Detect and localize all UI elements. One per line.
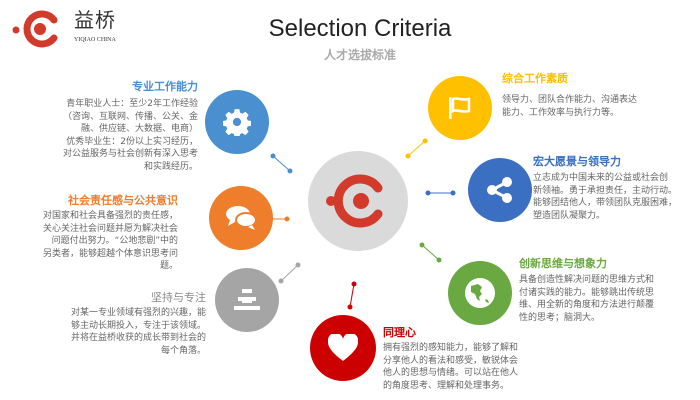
criterion-line: 和实践经历。 bbox=[143, 161, 198, 172]
connector-professional bbox=[270, 153, 293, 174]
criterion-line: 立志成为中国未来的公益或社会创 bbox=[533, 173, 669, 183]
connector-general bbox=[405, 138, 428, 159]
criterion-line: 分享他人的看法和感受，敏锐体会 bbox=[383, 355, 519, 366]
criterion-line: 他人的思想与情绪。可以站在他人 bbox=[383, 368, 519, 378]
empathy-circle bbox=[310, 315, 376, 381]
criterion-line: 并将在益桥收获的成长带到社会的 bbox=[70, 333, 206, 343]
persistence-circle bbox=[215, 268, 279, 332]
criterion-line: 关心关注社会问题并愿为解决社会 bbox=[42, 223, 178, 234]
criterion-line: 对某一专业领域有强烈的兴趣，能 bbox=[70, 308, 206, 318]
share-icon bbox=[487, 177, 512, 203]
criterion-title: 宏大愿景与领导力 bbox=[533, 155, 621, 168]
criterion-line: 拥有强烈的感知能力，能够了解和 bbox=[383, 343, 519, 353]
flag-icon bbox=[449, 97, 471, 119]
stack-icon bbox=[234, 289, 260, 310]
page-subtitle: 人才选拔标准 bbox=[323, 48, 396, 62]
criterion-empathy: 同理心 拥有强烈的感知能力，能够了解和 分享他人的看法和感受，敏锐体会 他人的思… bbox=[383, 326, 543, 392]
criterion-line: 够主动长期投入，专注于该领域。 bbox=[70, 320, 206, 331]
criterion-line: 塑造团队凝聚力。 bbox=[533, 210, 606, 221]
criterion-line: 对公益服务与社会创新有深入思考 bbox=[62, 149, 198, 159]
brand-name: 益桥 bbox=[74, 8, 116, 32]
chat-bubbles-icon bbox=[226, 206, 257, 230]
criterion-title: 专业工作能力 bbox=[132, 80, 198, 93]
criterion-title: 创新思维与想象力 bbox=[519, 257, 607, 270]
connector-innovation bbox=[419, 242, 442, 263]
criterion-line: 具备创造性解决问题的思维方式和 bbox=[519, 275, 655, 285]
connector-persistence bbox=[278, 262, 301, 284]
criterion-professional: 专业工作能力 青年职业人士：至少2年工作经验 （咨询、互联网、传播、公关、金 融… bbox=[0, 80, 198, 173]
criterion-title: 社会责任感与公共意识 bbox=[68, 194, 178, 207]
responsibility-circle bbox=[209, 186, 273, 250]
gear-icon bbox=[223, 109, 251, 136]
criterion-title: 坚持与专注 bbox=[151, 291, 206, 304]
criterion-line: 对国家和社会具备强烈的责任感， bbox=[42, 211, 178, 221]
criterion-line: 能力、工作效率与执行力等。 bbox=[502, 107, 620, 118]
criterion-line: 新领袖。勇于承担责任，主动行动。 bbox=[533, 185, 678, 196]
connector-empathy bbox=[347, 281, 357, 310]
criterion-line: 领导力、团队合作能力、沟通表达 bbox=[502, 95, 638, 105]
criterion-line: 的角度思考、理解和处理事务。 bbox=[383, 380, 510, 391]
criterion-title: 同理心 bbox=[383, 326, 416, 339]
criterion-line: 青年职业人士：至少2年工作经验 bbox=[66, 99, 198, 109]
criterion-line: 问题付出努力。“公地悲剧”中的 bbox=[51, 236, 178, 246]
criterion-line: 融、供应链、大数据、电商） bbox=[80, 124, 198, 134]
criterion-line: 题。 bbox=[159, 261, 178, 271]
center-logo-icon bbox=[326, 174, 383, 228]
criterion-innovation: 创新思维与想象力 具备创造性解决问题的思维方式和 付诸实践的能力。能够跳出传统思… bbox=[519, 257, 699, 324]
general-circle bbox=[428, 76, 492, 140]
criterion-vision: 宏大愿景与领导力 立志成为中国未来的公益或社会创 新领袖。勇于承担责任，主动行动… bbox=[533, 155, 699, 222]
criterion-line: （咨询、互联网、传播、公关、金 bbox=[62, 111, 198, 122]
criterion-line: 维、用全新的角度和方法进行颠覆 bbox=[519, 300, 655, 310]
page-title: Selection Criteria bbox=[268, 15, 452, 42]
criterion-line: 性的思考；脑洞大。 bbox=[519, 312, 601, 323]
center-logo-circle bbox=[308, 151, 408, 251]
vision-circle bbox=[468, 158, 532, 222]
connector-vision bbox=[425, 190, 456, 196]
criterion-general: 综合工作素质 领导力、团队合作能力、沟通表达 能力、工作效率与执行力等。 bbox=[502, 72, 692, 119]
criterion-line: 付诸实践的能力。能够跳出传统思 bbox=[519, 287, 655, 298]
innovation-circle bbox=[448, 261, 512, 325]
heart-icon bbox=[328, 334, 358, 361]
brand-name-en: YIQIAO CHINA bbox=[74, 37, 116, 43]
criterion-line: 优秀毕业生：2份以上实习经历， bbox=[66, 136, 198, 147]
criterion-title: 综合工作素质 bbox=[502, 72, 568, 85]
criterion-responsibility: 社会责任感与公共意识 对国家和社会具备强烈的责任感， 关心关注社会问题并愿为解决… bbox=[0, 194, 178, 273]
logo-icon bbox=[12, 10, 58, 48]
criterion-persistence: 坚持与专注 对某一专业领域有强烈的兴趣，能 够主动长期投入，专注于该领域。 并将… bbox=[0, 291, 206, 357]
criterion-line: 能够团结他人，带领团队克服困难， bbox=[533, 198, 678, 208]
criterion-line: 每个角落。 bbox=[160, 345, 206, 356]
professional-circle bbox=[205, 90, 269, 154]
criterion-line: 另类者，能够超越个体意识思考问 bbox=[42, 248, 178, 259]
globe-icon bbox=[465, 278, 495, 308]
